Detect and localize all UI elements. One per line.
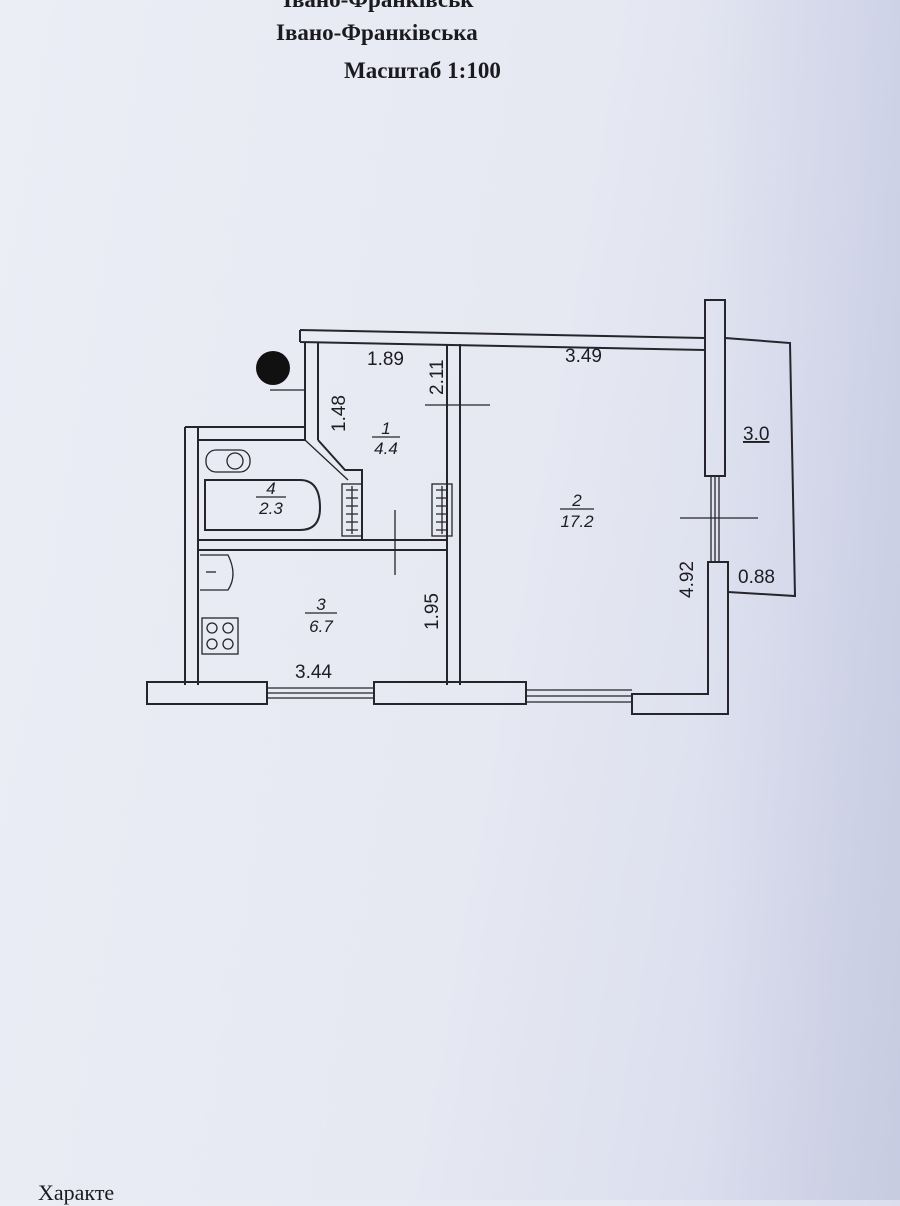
stove — [201, 617, 239, 655]
dim-hall-depth: 2.11 — [427, 359, 448, 395]
dim-kitchen-depth: 1.95 — [422, 593, 443, 630]
header-scale: Масштаб 1:100 — [344, 58, 501, 83]
section-marks — [270, 389, 758, 575]
dim-kitchen-width: 3.44 — [295, 662, 332, 683]
room-3-area: 6.7 — [309, 617, 333, 636]
dim-balcony-length: 3.0 — [743, 424, 769, 445]
room-4-area: 2.3 — [258, 499, 283, 518]
dim-room-depth: 4.92 — [677, 561, 698, 598]
room-1-label: 1 4.4 — [372, 419, 400, 458]
room-4-number: 4 — [266, 479, 275, 498]
vent-shaft-bath — [341, 483, 363, 537]
bathtub — [204, 479, 322, 531]
dim-hall-width: 1.89 — [367, 349, 404, 370]
room-1-area: 4.4 — [374, 439, 398, 458]
dim-balcony-width: 0.88 — [738, 567, 775, 588]
room-2-label: 2 17.2 — [560, 491, 594, 531]
dim-hall-diag: 1.48 — [329, 395, 350, 432]
footer-text: Характе — [38, 1180, 115, 1205]
kitchen-sink — [200, 554, 234, 591]
header-cut-line: Івано-Франківськ — [283, 0, 474, 13]
toilet — [205, 449, 251, 473]
room-2-number: 2 — [571, 491, 582, 510]
room-4-label: 4 2.3 — [256, 479, 286, 518]
vent-shaft-hall — [431, 483, 453, 537]
walls — [146, 299, 797, 715]
room-3-label: 3 6.7 — [305, 595, 337, 636]
room-1-number: 1 — [381, 419, 390, 438]
bath-door-line — [304, 439, 349, 481]
room-3-number: 3 — [316, 595, 326, 614]
dim-room-width: 3.49 — [565, 346, 602, 367]
ink-dot — [256, 351, 290, 385]
room-2-area: 17.2 — [560, 512, 594, 531]
header-city: Івано-Франківська — [276, 20, 478, 45]
